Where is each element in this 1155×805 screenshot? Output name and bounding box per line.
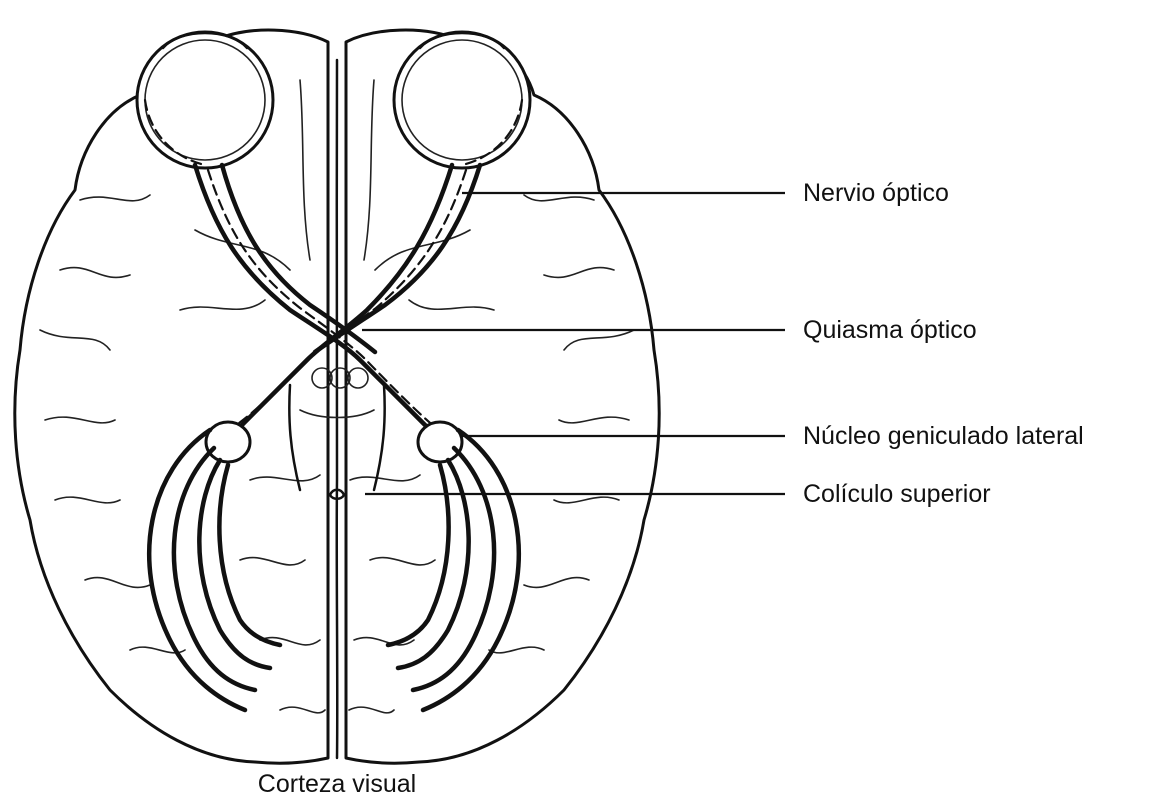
label-visual-cortex: Corteza visual bbox=[258, 770, 416, 798]
midline bbox=[337, 60, 338, 758]
label-optic-chiasm: Quiasma óptico bbox=[803, 316, 977, 344]
left-lgn bbox=[206, 422, 250, 462]
right-lgn bbox=[418, 422, 462, 462]
left-eye bbox=[137, 32, 273, 168]
label-lateral-geniculate: Núcleo geniculado lateral bbox=[803, 422, 1084, 450]
label-optic-nerve: Nervio óptico bbox=[803, 179, 949, 207]
right-eye bbox=[394, 32, 530, 168]
label-superior-colliculus: Colículo superior bbox=[803, 480, 991, 508]
